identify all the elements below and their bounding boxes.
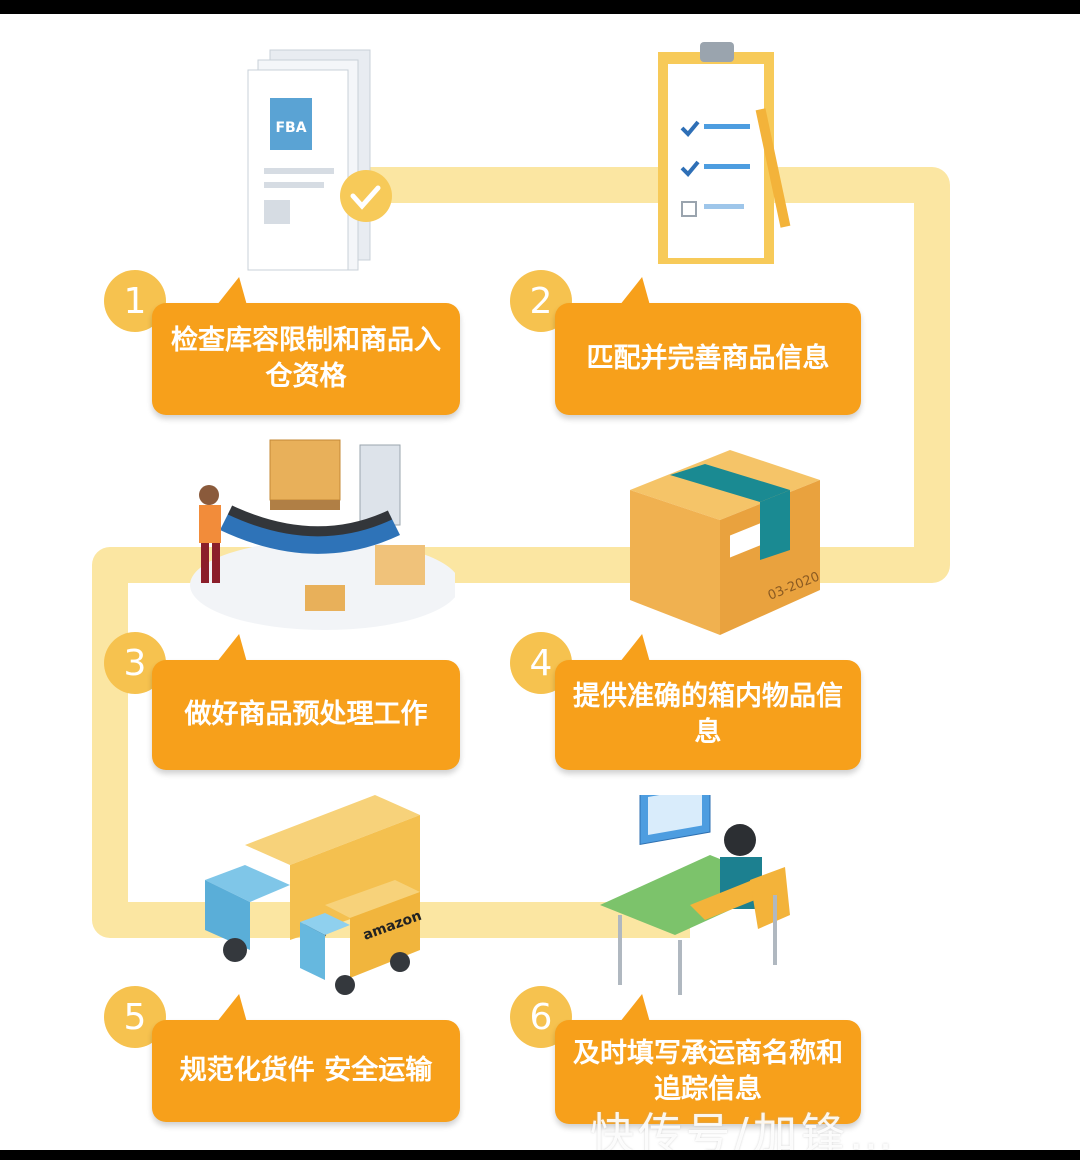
step-1-label: 检查库容限制和商品入仓资格: [171, 325, 441, 392]
step-4-label: 提供准确的箱内物品信息: [573, 681, 843, 748]
step-3-label: 做好商品预处理工作: [184, 699, 428, 730]
doc-label: FBA: [275, 120, 306, 136]
top-bar: [0, 0, 1080, 14]
step-2-number: 2: [510, 270, 572, 332]
computer-worker-icon: [600, 795, 790, 995]
step-4-callout: 提供准确的箱内物品信息: [555, 660, 861, 770]
shipping-box-icon: 03-2020: [630, 450, 822, 635]
step-6-label: 及时填写承运商名称和追踪信息: [573, 1038, 843, 1105]
step-2-label: 匹配并完善商品信息: [586, 343, 830, 374]
step-1-number: 1: [104, 270, 166, 332]
step-1-callout: 检查库容限制和商品入仓资格: [152, 303, 460, 415]
packing-station-icon: [190, 439, 455, 630]
delivery-trucks-icon: amazon: [205, 795, 424, 995]
clipboard-checklist-icon: [658, 42, 791, 264]
step-2-callout: 匹配并完善商品信息: [555, 303, 861, 415]
step-5-callout: 规范化货件 安全运输: [152, 1020, 460, 1122]
step-3-callout: 做好商品预处理工作: [152, 660, 460, 770]
bottom-bar: [0, 1150, 1080, 1160]
fba-document-icon: FBA: [247, 49, 392, 271]
step-5-label: 规范化货件 安全运输: [179, 1055, 433, 1086]
step-6-callout: 及时填写承运商名称和追踪信息: [555, 1020, 861, 1124]
